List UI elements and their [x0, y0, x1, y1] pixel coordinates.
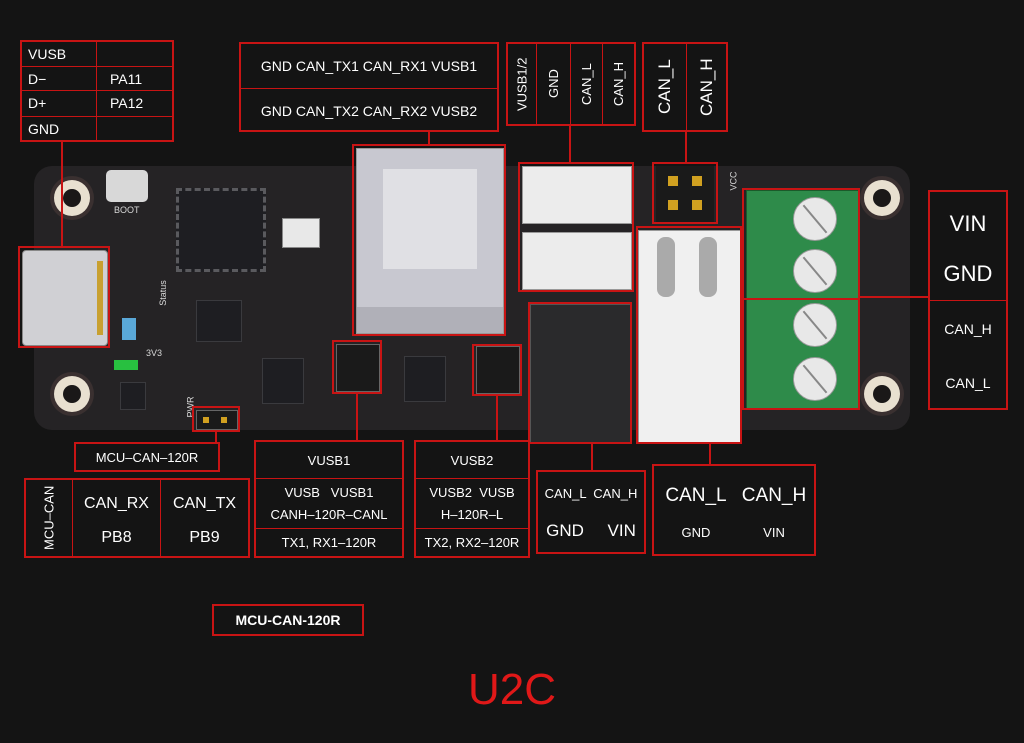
- xt-small-connector: [530, 304, 632, 444]
- jst-highlight: [518, 162, 634, 292]
- leader-can-header: [685, 132, 687, 162]
- usb-port-table: GND CAN_TX1 CAN_RX1 VUSB1 GND CAN_TX2 CA…: [239, 42, 499, 132]
- mcu-can-tx: CAN_TX: [172, 495, 237, 512]
- jumper-mcu-can: [196, 410, 238, 430]
- leader-mcu-jumper: [215, 432, 217, 442]
- jumper-vusb1: [336, 344, 380, 392]
- can-header-cell-1: CAN_L: [655, 59, 674, 115]
- mount-hole-top-left: [54, 180, 90, 216]
- can-header-cell-2: CAN_H: [697, 58, 716, 116]
- vusb2-line-2: H–120R–L: [440, 506, 504, 522]
- transceiver-chip-2: [404, 356, 446, 402]
- power-led: [114, 360, 138, 370]
- xt-large-cell-vin: VIN: [763, 524, 785, 540]
- jst-cell-4: CAN_H: [611, 61, 626, 107]
- vcc-silk: VCC: [728, 171, 739, 191]
- usb-pin-name-4: GND: [28, 121, 60, 137]
- usb-c-port: [22, 250, 108, 346]
- product-title: U2C: [467, 665, 557, 714]
- usb-a-highlight: [352, 144, 506, 336]
- jst-connector-1: [522, 166, 632, 224]
- jumper-vusb1-highlight: [332, 340, 382, 394]
- regulator-chip: [196, 300, 242, 342]
- vusb1-table: VUSB1 VUSB VUSB1 CANH–120R–CANL TX1, RX1…: [254, 440, 404, 558]
- can-header-table: CAN_L CAN_H: [642, 42, 728, 132]
- usb-port-row-1: GND CAN_TX1 CAN_RX1 VUSB1: [260, 58, 478, 74]
- vusb1-line-2: CANH–120R–CANL: [270, 506, 388, 522]
- mcu-can-side-label: MCU–CAN: [41, 485, 57, 551]
- xt-large-cell-gnd: GND: [681, 524, 711, 540]
- xt-small-highlight: [528, 302, 632, 444]
- usb-pin-map-3: PA12: [110, 95, 144, 111]
- terminal-cell-gnd: GND: [943, 261, 993, 286]
- leader-vusb2: [496, 396, 498, 440]
- vusb1-line-3: TX1, RX1–120R: [281, 535, 377, 550]
- terminal-cell-vin: VIN: [949, 211, 987, 236]
- leader-usb-a: [428, 131, 430, 144]
- mcu-can-rx: CAN_RX: [84, 495, 149, 512]
- mount-hole-bottom-left: [54, 376, 90, 412]
- xt-small-row-1: CAN_L CAN_H: [544, 485, 638, 501]
- jst-connector-2: [522, 232, 632, 290]
- usb-c-highlight: [18, 246, 110, 348]
- leader-terminal-power: [860, 296, 928, 298]
- status-silk: Status: [157, 280, 168, 306]
- vusb1-title: VUSB1: [307, 452, 351, 468]
- status-led: [122, 318, 136, 340]
- sot-chip: [120, 382, 146, 410]
- v33-silk: 3V3: [146, 348, 163, 358]
- jst-cell-2: GND: [546, 69, 561, 99]
- xt-small-table: CAN_L CAN_H GND VIN: [536, 470, 646, 554]
- terminal-power-highlight: [742, 188, 860, 300]
- xt-large-table: CAN_L CAN_H GND VIN: [652, 464, 816, 556]
- usb-pin-name-3: D+: [28, 95, 47, 111]
- can-header-highlight: [652, 162, 718, 224]
- mcu-can-120r-bottom-box: MCU-CAN-120R: [212, 604, 364, 636]
- jumper-mcu-highlight: [192, 406, 240, 432]
- jst-table: VUSB1/2 GND CAN_L CAN_H: [506, 42, 636, 126]
- xt-large-highlight: [636, 226, 742, 444]
- mcu-can-120r-label: MCU–CAN–120R: [95, 449, 199, 465]
- vusb1-line-1: VUSB VUSB1: [284, 484, 374, 500]
- vusb2-title: VUSB2: [450, 452, 494, 468]
- xt-small-row-2: GND VIN: [546, 521, 636, 540]
- boot-silk: BOOT: [114, 205, 140, 215]
- terminal-can-highlight: [742, 298, 860, 410]
- leader-xt-large: [709, 444, 711, 464]
- jumper-vusb2: [476, 346, 520, 394]
- terminal-table: VIN GND CAN_H CAN_L: [928, 190, 1008, 410]
- usb-pin-map-2: PA11: [110, 71, 143, 87]
- mcu-chip: [176, 188, 266, 272]
- vusb2-line-3: TX2, RX2–120R: [424, 535, 520, 550]
- vusb2-table: VUSB2 VUSB2 VUSB H–120R–L TX2, RX2–120R: [414, 440, 530, 558]
- leader-vusb1: [356, 394, 358, 440]
- terminal-cell-canl: CAN_L: [945, 375, 991, 391]
- usb-pin-name-2: D−: [28, 71, 47, 87]
- mount-hole-top-right: [864, 180, 900, 216]
- mcu-can-rx-pin: PB8: [101, 529, 132, 546]
- xt-large-cell-canh: CAN_H: [741, 485, 807, 506]
- usb-pin-name-1: VUSB: [28, 46, 67, 62]
- jst-cell-3: CAN_L: [579, 63, 594, 105]
- usb-a-port: [356, 148, 504, 334]
- jst-cell-1: VUSB1/2: [514, 57, 530, 111]
- vusb2-line-1: VUSB2 VUSB: [429, 484, 515, 500]
- leader-jst: [569, 124, 571, 162]
- leader-usb-c: [61, 142, 63, 246]
- crystal: [282, 218, 320, 248]
- boot-button: [106, 170, 148, 202]
- mcu-can-table: MCU–CAN CAN_RX PB8 CAN_TX PB9: [24, 478, 250, 558]
- xt-large-cell-canl: CAN_L: [665, 485, 727, 506]
- terminal-cell-canh: CAN_H: [944, 321, 992, 337]
- leader-xt-small: [591, 444, 593, 470]
- mcu-can-120r-bottom-label: MCU-CAN-120R: [235, 612, 341, 628]
- mount-hole-bottom-right: [864, 376, 900, 412]
- jumper-vusb2-highlight: [472, 344, 522, 396]
- usb-port-row-2: GND CAN_TX2 CAN_RX2 VUSB2: [260, 102, 478, 119]
- transceiver-chip-1: [262, 358, 304, 404]
- usb-pin-table: VUSB D− PA11 D+ PA12 GND: [20, 40, 174, 142]
- mcu-can-120r-label-box: MCU–CAN–120R: [74, 442, 220, 472]
- mcu-can-tx-pin: PB9: [189, 529, 220, 546]
- can-pin-header: [656, 166, 714, 222]
